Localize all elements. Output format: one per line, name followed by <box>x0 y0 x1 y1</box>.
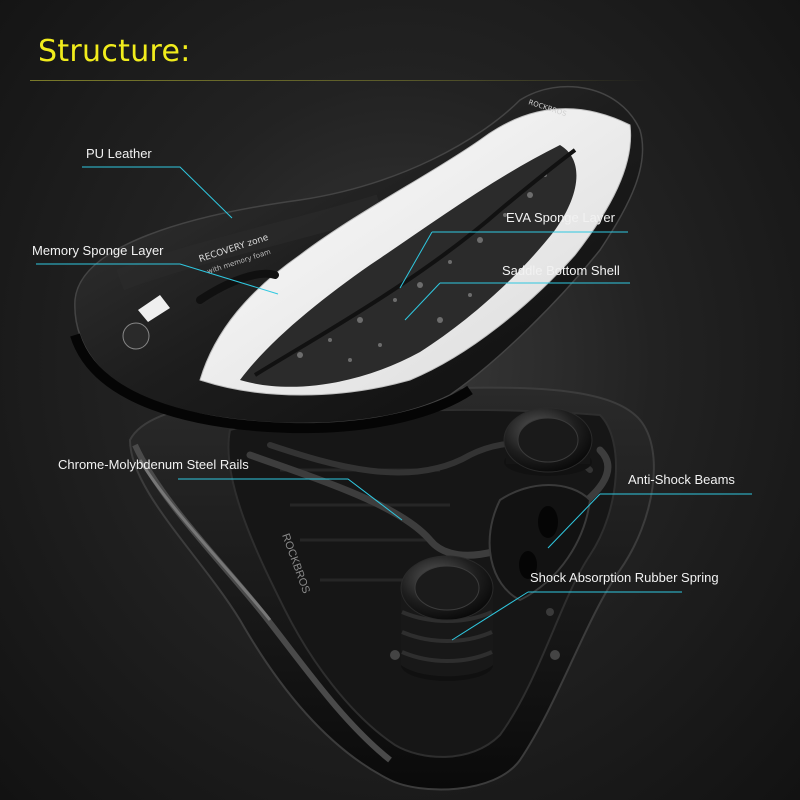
saddle-top: RECOVERY zone with memory foam ROCKBROS <box>70 85 644 434</box>
rubber-spring-rear <box>503 407 593 476</box>
leader-eva-sponge-d <box>399 231 433 289</box>
leader-rubber-spring-d <box>451 591 529 641</box>
saddle-base: ROCKBROS <box>128 386 655 791</box>
leader-lines <box>36 166 752 641</box>
leader-anti-shock-d <box>547 493 601 549</box>
page-title: Structure: <box>38 34 191 69</box>
leader-rails <box>178 478 403 521</box>
title-divider <box>30 80 650 81</box>
label-eva-sponge-layer: EVA Sponge Layer <box>506 210 615 225</box>
label-steel-rails: Chrome-Molybdenum Steel Rails <box>58 457 249 472</box>
leader-bottom-shell-d <box>404 282 441 321</box>
label-rubber-spring: Shock Absorption Rubber Spring <box>530 570 719 585</box>
leader-pu-leather <box>82 166 233 219</box>
leader-memory-sponge <box>36 263 279 295</box>
label-anti-shock-beams: Anti-Shock Beams <box>628 472 735 487</box>
label-pu-leather: PU Leather <box>86 146 152 161</box>
rubber-spring-front <box>400 555 494 681</box>
label-memory-sponge-layer: Memory Sponge Layer <box>32 243 164 258</box>
label-saddle-bottom-shell: Saddle Bottom Shell <box>502 263 620 278</box>
